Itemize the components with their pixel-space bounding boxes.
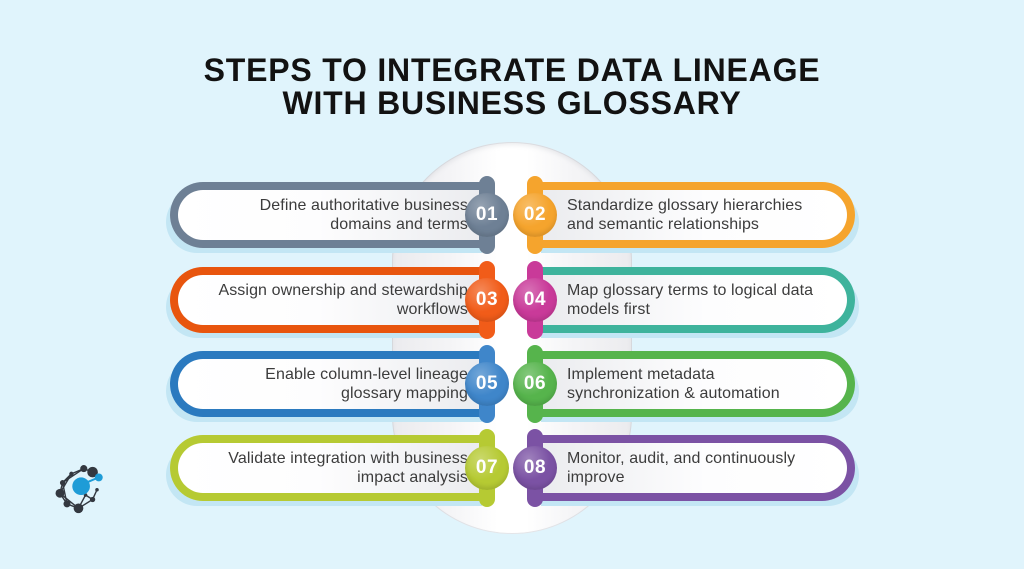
step-pill-08: Monitor, audit, and continuously improve [533, 435, 855, 501]
step-pill-03: Assign ownership and stewardship workflo… [170, 267, 490, 333]
step-text-01: Define authoritative business domains an… [259, 196, 468, 234]
step-row-08: Monitor, audit, and continuously improve… [0, 429, 1024, 507]
step-text-03: Assign ownership and stewardship workflo… [218, 281, 468, 319]
step-number-badge-07: 07 [465, 446, 509, 490]
page-title-line2: WITH BUSINESS GLOSSARY [282, 85, 742, 121]
step-pill-06: Implement metadata synchronization & aut… [533, 351, 855, 417]
page-title-line1: STEPS TO INTEGRATE DATA LINEAGE [203, 52, 821, 88]
step-pill-04: Map glossary terms to logical data model… [533, 267, 855, 333]
step-number-badge-08: 08 [513, 446, 557, 490]
step-text-08: Monitor, audit, and continuously improve [567, 449, 796, 487]
step-number-05: 05 [475, 373, 499, 394]
step-number-badge-04: 04 [513, 278, 557, 322]
step-number-06: 06 [523, 373, 547, 394]
step-number-badge-05: 05 [465, 362, 509, 406]
step-number-01: 01 [475, 204, 499, 225]
step-pill-02: Standardize glossary hierarchies and sem… [533, 182, 855, 248]
step-number-02: 02 [523, 204, 547, 225]
step-number-07: 07 [475, 457, 499, 478]
step-text-02: Standardize glossary hierarchies and sem… [567, 196, 803, 234]
step-row-04: Map glossary terms to logical data model… [0, 261, 1024, 339]
step-number-04: 04 [523, 289, 547, 310]
step-row-07: Validate integration with business impac… [0, 429, 1024, 507]
step-number-badge-06: 06 [513, 362, 557, 406]
step-row-05: Enable column-level lineage glossary map… [0, 345, 1024, 423]
page-title: STEPS TO INTEGRATE DATA LINEAGE WITH BUS… [0, 54, 1024, 120]
step-number-badge-01: 01 [465, 193, 509, 237]
step-text-07: Validate integration with business impac… [228, 449, 468, 487]
step-row-02: Standardize glossary hierarchies and sem… [0, 176, 1024, 254]
step-row-06: Implement metadata synchronization & aut… [0, 345, 1024, 423]
step-number-badge-02: 02 [513, 193, 557, 237]
step-text-04: Map glossary terms to logical data model… [567, 281, 814, 319]
step-text-05: Enable column-level lineage glossary map… [265, 365, 468, 403]
step-row-03: Assign ownership and stewardship workflo… [0, 261, 1024, 339]
step-number-08: 08 [523, 457, 547, 478]
step-pill-05: Enable column-level lineage glossary map… [170, 351, 490, 417]
step-number-badge-03: 03 [465, 278, 509, 322]
step-text-06: Implement metadata synchronization & aut… [567, 365, 780, 403]
step-row-01: Define authoritative business domains an… [0, 176, 1024, 254]
step-pill-01: Define authoritative business domains an… [170, 182, 490, 248]
network-graph-logo-icon [52, 458, 112, 518]
step-number-03: 03 [475, 289, 499, 310]
step-pill-07: Validate integration with business impac… [170, 435, 490, 501]
